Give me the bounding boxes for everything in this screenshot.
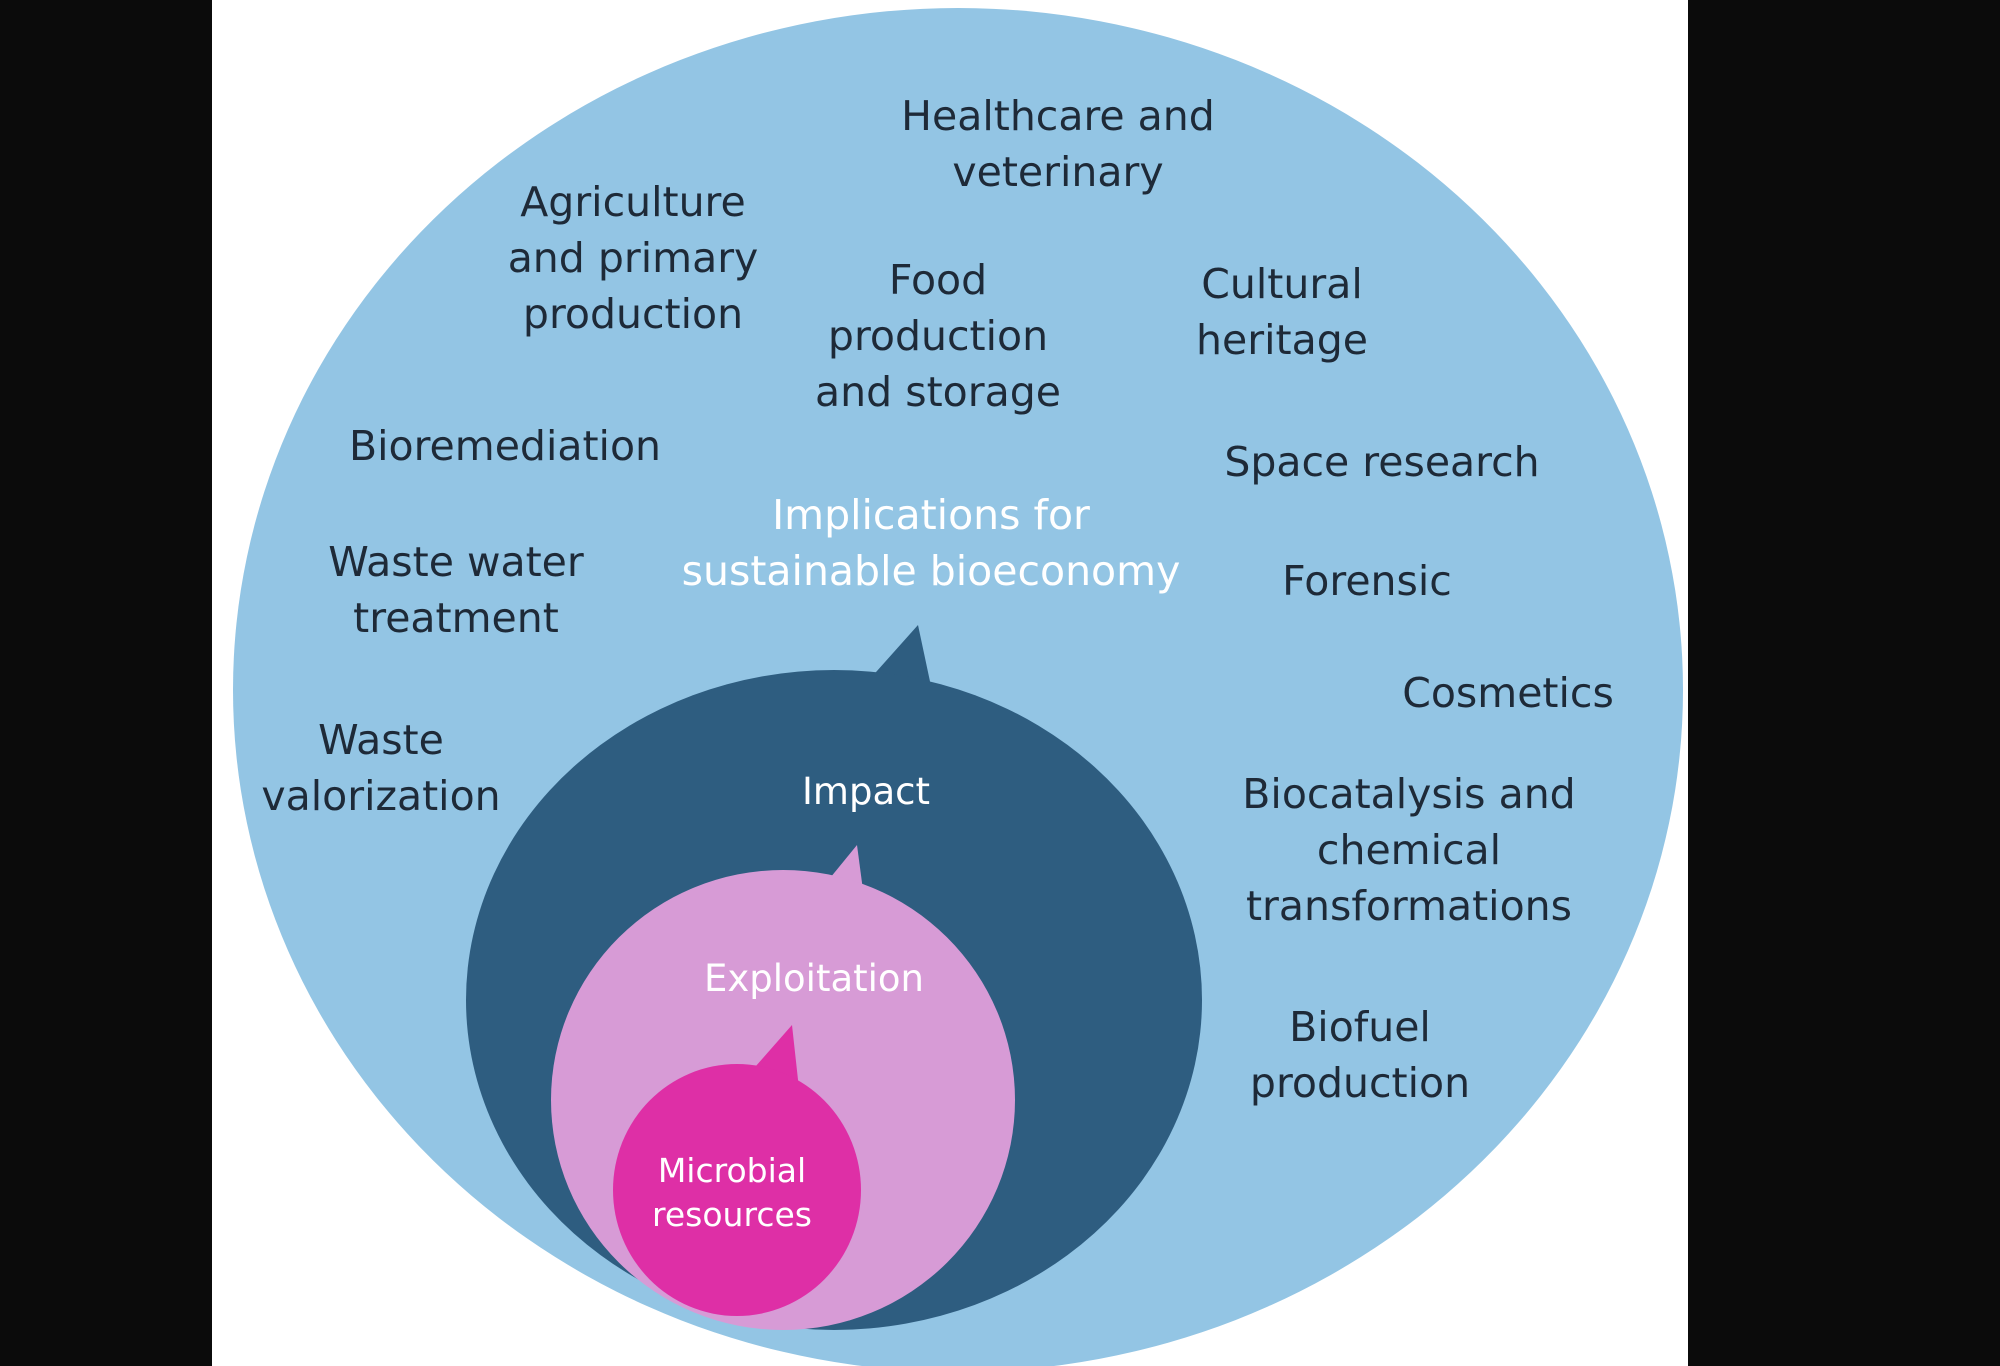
label-waste-water: Waste water treatment bbox=[328, 538, 584, 642]
label-microbial-resources: Microbial resources bbox=[652, 1151, 812, 1234]
label-food: Food production and storage bbox=[815, 256, 1061, 416]
label-waste-valorization: Waste valorization bbox=[261, 716, 501, 820]
label-agriculture: Agriculture and primary production bbox=[507, 178, 759, 338]
microbial-bubble-body bbox=[613, 1064, 861, 1316]
label-space-research: Space research bbox=[1224, 438, 1540, 486]
label-biocatalysis: Biocatalysis and chemical transformation… bbox=[1242, 770, 1576, 930]
microbial-bubble bbox=[613, 1025, 861, 1316]
label-exploitation: Exploitation bbox=[703, 957, 925, 1000]
label-forensic: Forensic bbox=[1282, 557, 1452, 605]
label-healthcare: Healthcare and veterinary bbox=[901, 92, 1215, 196]
label-cultural-heritage: Cultural heritage bbox=[1196, 260, 1368, 364]
label-bioremediation: Bioremediation bbox=[348, 422, 662, 470]
label-cosmetics: Cosmetics bbox=[1402, 669, 1614, 717]
label-impact: Impact bbox=[802, 770, 930, 813]
label-biofuel: Biofuel production bbox=[1249, 1003, 1471, 1107]
label-implications: Implications for sustainable bioeconomy bbox=[681, 491, 1181, 595]
